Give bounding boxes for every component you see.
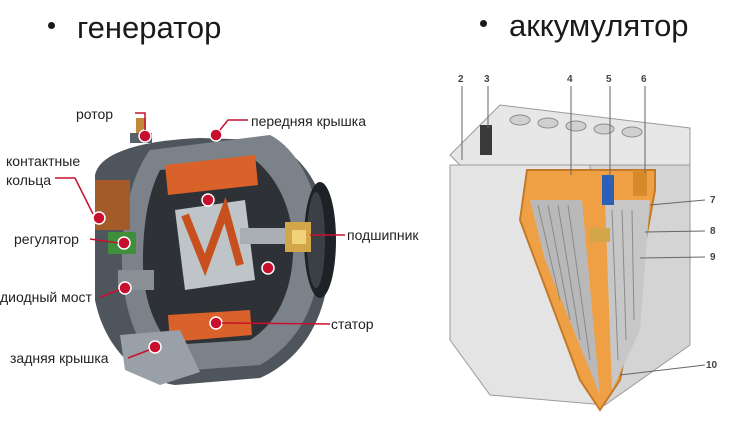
label-bearing: подшипник [347, 227, 419, 243]
label-stator: статор [331, 316, 374, 332]
generator-heading: генератор [48, 10, 221, 46]
battery-illustration [449, 86, 706, 412]
battery-callout-6: 6 [641, 74, 647, 85]
bullet-icon [48, 22, 55, 30]
battery-callout-7: 7 [710, 195, 716, 206]
label-slip-rings-2: кольца [6, 172, 52, 188]
label-rear-cover: задняя крышка [10, 350, 109, 366]
label-regulator: регулятор [14, 231, 79, 247]
callout-dot [138, 129, 152, 143]
label-diode-bridge: диодный мост [0, 289, 92, 305]
battery-callout-4: 4 [567, 74, 573, 85]
generator-heading-text: генератор [77, 10, 222, 45]
battery-callout-3: 3 [484, 74, 490, 85]
label-rotor: ротор [76, 106, 114, 122]
battery-heading: аккумулятор [480, 8, 689, 44]
battery-callout-2: 2 [458, 74, 464, 85]
battery-callout-9: 9 [710, 252, 716, 263]
generator-illustration [55, 112, 345, 385]
battery-callout-10: 10 [706, 360, 718, 371]
battery-callout-8: 8 [710, 226, 716, 237]
label-front-cover: передняя крышка [251, 113, 367, 129]
battery-heading-text: аккумулятор [509, 8, 689, 43]
label-slip-rings-1: контактные [6, 153, 81, 169]
bullet-icon [480, 20, 487, 28]
battery-callout-5: 5 [606, 74, 612, 85]
